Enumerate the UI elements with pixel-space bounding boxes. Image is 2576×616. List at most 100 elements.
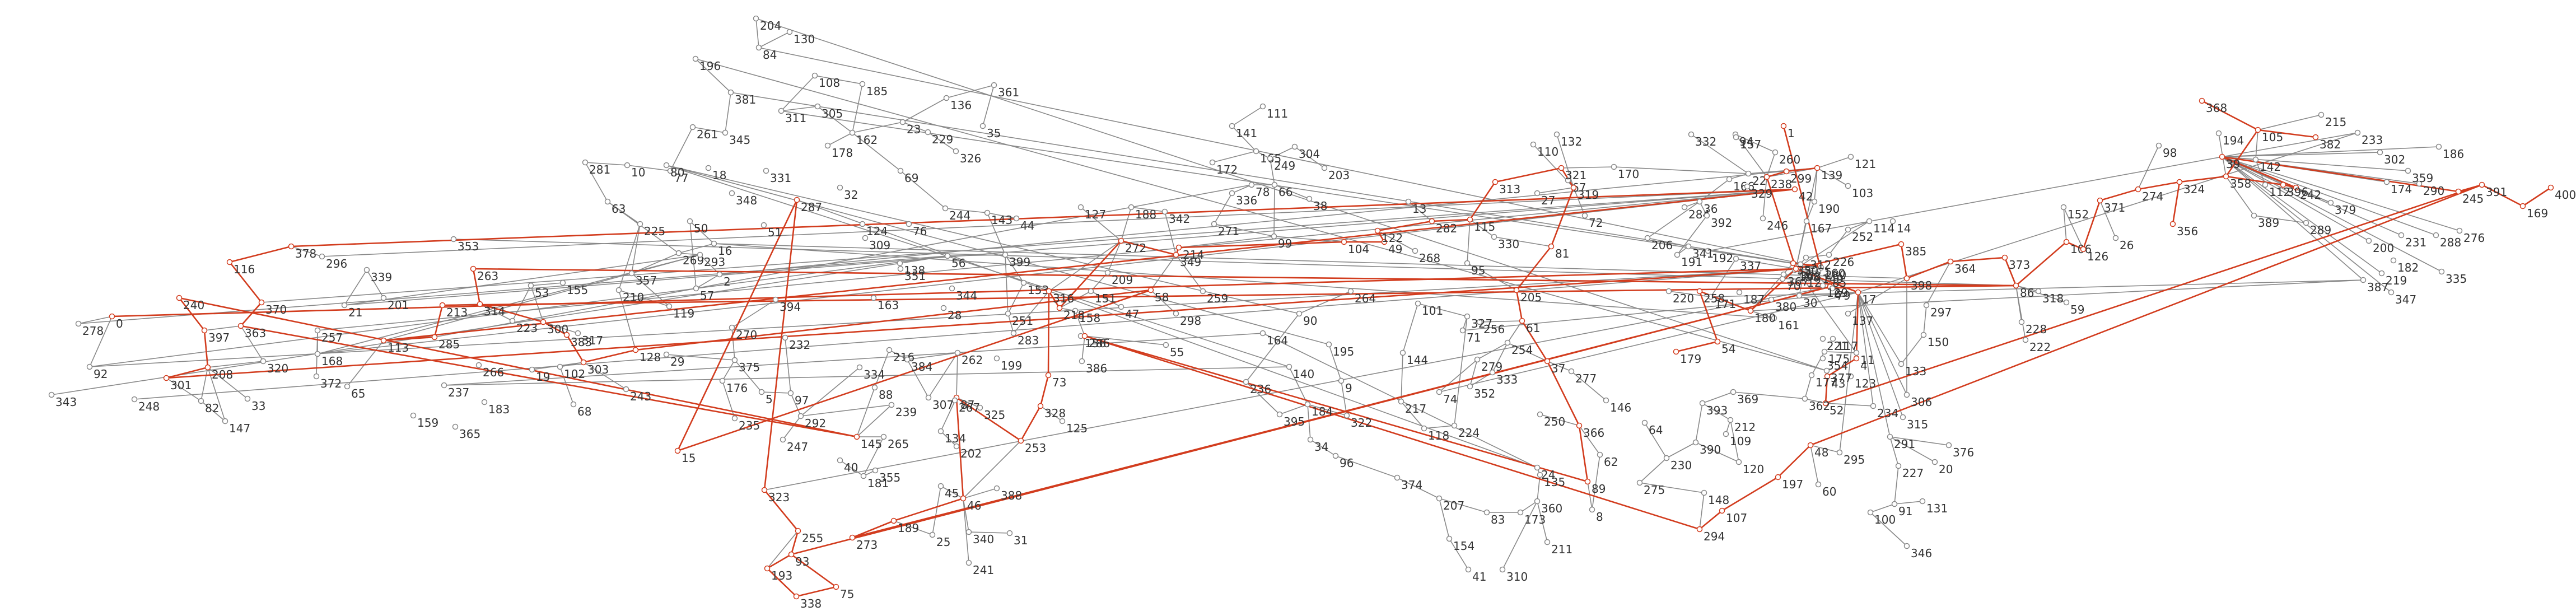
graph-edge (434, 184, 1252, 338)
graph-node (1730, 389, 1737, 395)
graph-edge (1923, 305, 1927, 335)
graph-node (667, 167, 674, 174)
node-label: 247 (787, 440, 808, 454)
node-label: 89 (1592, 482, 1606, 496)
graph-node (906, 221, 912, 227)
graph-edge (678, 253, 701, 255)
graph-edge (695, 58, 1827, 371)
graph-node (663, 162, 670, 169)
node-label: 15 (682, 451, 696, 465)
graph-node (937, 483, 944, 489)
graph-node (1692, 439, 1699, 446)
path-edge (1906, 260, 1951, 279)
graph-node (1768, 296, 1775, 303)
path-edge (796, 586, 837, 598)
node-label: 233 (2362, 133, 2383, 147)
node-label: 262 (962, 353, 983, 367)
node-label: 53 (535, 286, 549, 300)
node-label: 387 (2367, 281, 2388, 294)
graph-node (528, 282, 534, 289)
node-label: 97 (795, 394, 809, 407)
path-edge (852, 286, 1831, 539)
graph-edge (1810, 445, 1840, 453)
node-label: 143 (991, 213, 1012, 227)
graph-edge (1668, 291, 1711, 297)
graph-node (2378, 270, 2385, 277)
node-label: 139 (1821, 169, 1842, 182)
graph-edge (1573, 187, 1585, 216)
graph-node (944, 253, 951, 259)
node-label: 206 (1651, 239, 1673, 252)
graph-edge (852, 83, 863, 133)
graph-edge (666, 165, 1300, 314)
graph-node (2416, 180, 2423, 187)
node-label: 100 (1874, 513, 1896, 526)
graph-node (2097, 197, 2103, 204)
graph-node (793, 593, 800, 600)
graph-node (1259, 103, 1266, 110)
graph-node (2293, 184, 2299, 191)
graph-edge (1084, 335, 1166, 346)
graph-edge (1702, 391, 1734, 404)
node-label: 72 (1589, 216, 1603, 230)
node-label: 283 (1018, 334, 1039, 347)
graph-edge (852, 132, 901, 171)
graph-node (2080, 246, 2087, 253)
node-label: 278 (82, 324, 104, 338)
graph-node (557, 363, 563, 370)
path-edge (178, 297, 206, 331)
graph-node (953, 443, 960, 450)
node-label: 48 (1814, 446, 1828, 459)
node-label: 29 (670, 355, 684, 368)
node-label: 184 (1312, 405, 1333, 418)
node-label: 357 (636, 274, 657, 287)
graph-edge (317, 189, 1795, 331)
graph-edge (166, 377, 202, 402)
node-label: 76 (913, 225, 927, 238)
graph-edge (1231, 106, 1263, 127)
graph-node (1760, 215, 1766, 222)
graph-edge (321, 189, 1795, 257)
graph-node (1699, 400, 1706, 407)
graph-node (1229, 123, 1235, 129)
graph-edge (1040, 405, 1063, 422)
graph-node (1568, 368, 1575, 375)
graph-edge (1579, 425, 1600, 455)
graph-node (1517, 509, 1524, 516)
graph-edge (366, 269, 384, 298)
graph-node (1173, 310, 1179, 317)
node-label: 330 (1498, 237, 1519, 251)
node-label: 23 (907, 123, 921, 136)
node-label: 164 (1267, 334, 1288, 347)
graph-node (2112, 235, 2119, 241)
graph-node (1887, 433, 1893, 440)
node-label: 116 (234, 263, 255, 276)
graph-edge (1858, 292, 1907, 395)
graph-node (1045, 372, 1052, 379)
graph-node (439, 302, 446, 309)
path-edge (763, 199, 798, 491)
graph-edge (1212, 151, 1257, 163)
node-label: 155 (567, 283, 588, 297)
graph-edge (1270, 158, 1275, 185)
path-edge (1121, 240, 1177, 256)
node-label: 19 (536, 370, 550, 384)
graph-edge (1107, 240, 1122, 273)
node-label: 334 (864, 368, 885, 381)
graph-edge (607, 201, 679, 254)
node-label: 168 (321, 354, 343, 368)
graph-node (1735, 459, 1742, 465)
path-edge (228, 262, 263, 303)
node-label: 363 (245, 326, 266, 340)
graph-node (2255, 127, 2261, 133)
graph-edge (559, 362, 584, 367)
graph-node (2354, 129, 2361, 136)
graph-node (2018, 319, 2025, 325)
node-label: 136 (950, 99, 972, 112)
path-edge (893, 497, 964, 522)
path-edge (2481, 184, 2523, 207)
graph-node (1465, 566, 1472, 573)
node-label: 259 (1207, 292, 1228, 305)
node-label: 225 (644, 225, 665, 238)
graph-edge (618, 290, 670, 307)
